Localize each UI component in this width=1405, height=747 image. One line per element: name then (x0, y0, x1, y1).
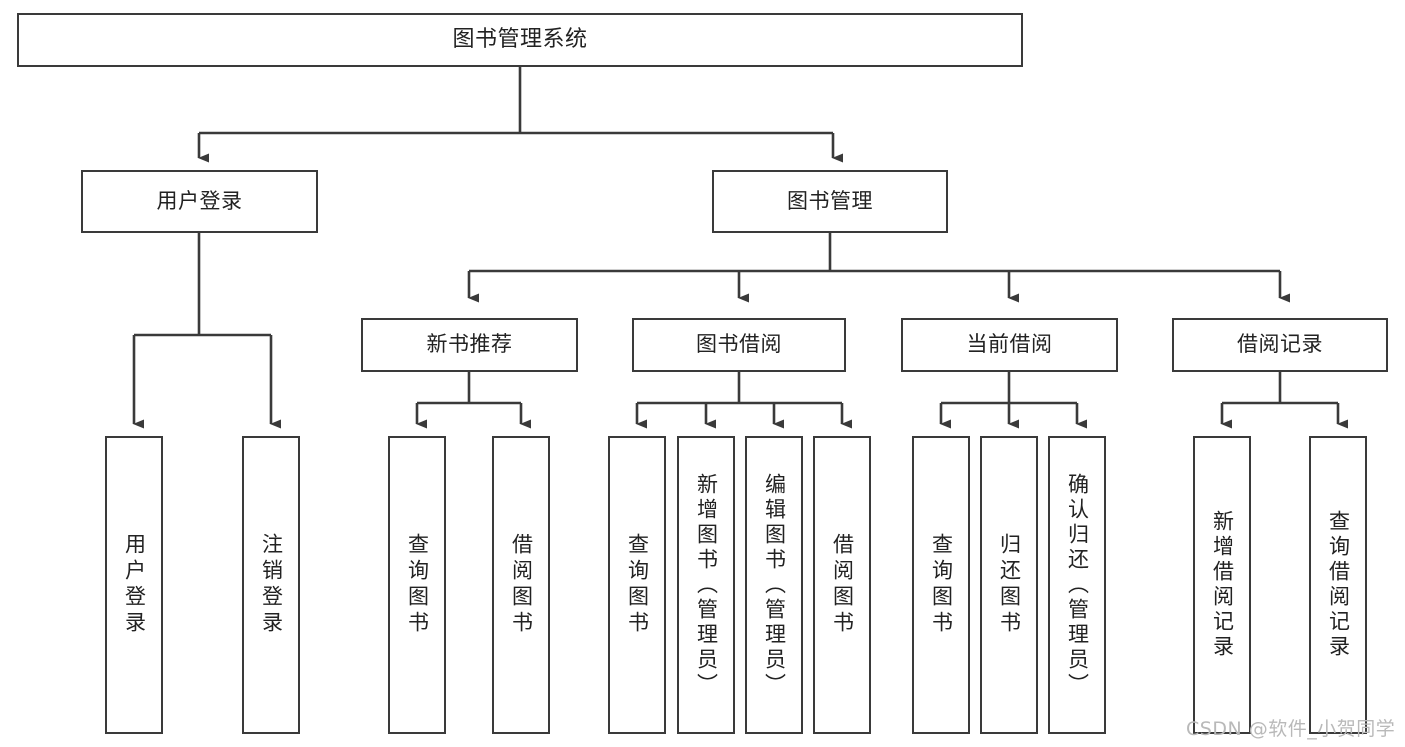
node-leaf-query-book-1[interactable]: 查询图书 (388, 436, 446, 734)
node-book-borrow[interactable]: 图书借阅 (632, 318, 846, 372)
csdn-watermark: CSDN @软件_小贺同学 (1186, 718, 1396, 740)
node-leaf-query-record-label: 查询借阅记录 (1326, 510, 1351, 660)
node-leaf-borrow-book-1[interactable]: 借阅图书 (492, 436, 550, 734)
node-book-manage-label: 图书管理 (787, 188, 873, 213)
node-leaf-return-book-label: 归还图书 (997, 533, 1022, 637)
node-leaf-logout-label: 注销登录 (259, 533, 284, 637)
node-leaf-edit-book-label: 编辑图书（管理员） (762, 472, 787, 698)
node-leaf-borrow-book-2[interactable]: 借阅图书 (813, 436, 871, 734)
node-current-borrow-label: 当前借阅 (966, 332, 1053, 357)
node-book-manage[interactable]: 图书管理 (712, 170, 948, 233)
node-new-book-rec-label: 新书推荐 (426, 332, 513, 357)
node-leaf-borrow-book-2-label: 借阅图书 (830, 533, 855, 637)
node-current-borrow[interactable]: 当前借阅 (901, 318, 1118, 372)
node-new-book-rec[interactable]: 新书推荐 (361, 318, 578, 372)
node-user-login-label: 用户登录 (156, 188, 243, 213)
node-leaf-query-book-2[interactable]: 查询图书 (608, 436, 666, 734)
node-leaf-borrow-book-1-label: 借阅图书 (509, 533, 534, 637)
node-leaf-query-book-2-label: 查询图书 (625, 533, 650, 637)
node-leaf-add-book[interactable]: 新增图书（管理员） (677, 436, 735, 734)
node-leaf-return-book[interactable]: 归还图书 (980, 436, 1038, 734)
node-borrow-record[interactable]: 借阅记录 (1172, 318, 1388, 372)
node-leaf-user-login-label: 用户登录 (122, 533, 147, 637)
node-user-login[interactable]: 用户登录 (81, 170, 318, 233)
node-borrow-record-label: 借阅记录 (1237, 332, 1323, 357)
node-leaf-edit-book[interactable]: 编辑图书（管理员） (745, 436, 803, 734)
node-root[interactable]: 图书管理系统 (17, 13, 1023, 67)
node-leaf-add-record[interactable]: 新增借阅记录 (1193, 436, 1251, 734)
node-leaf-confirm-return-label: 确认归还（管理员） (1065, 472, 1090, 698)
node-leaf-add-book-label: 新增图书（管理员） (694, 472, 719, 698)
node-leaf-query-book-3-label: 查询图书 (929, 533, 954, 637)
node-leaf-confirm-return[interactable]: 确认归还（管理员） (1048, 436, 1106, 734)
node-leaf-logout[interactable]: 注销登录 (242, 436, 300, 734)
node-book-borrow-label: 图书借阅 (696, 332, 782, 357)
node-leaf-query-record[interactable]: 查询借阅记录 (1309, 436, 1367, 734)
node-root-label: 图书管理系统 (452, 26, 588, 52)
node-leaf-add-record-label: 新增借阅记录 (1210, 510, 1235, 660)
node-leaf-query-book-1-label: 查询图书 (405, 533, 430, 637)
node-leaf-query-book-3[interactable]: 查询图书 (912, 436, 970, 734)
node-leaf-user-login[interactable]: 用户登录 (105, 436, 163, 734)
